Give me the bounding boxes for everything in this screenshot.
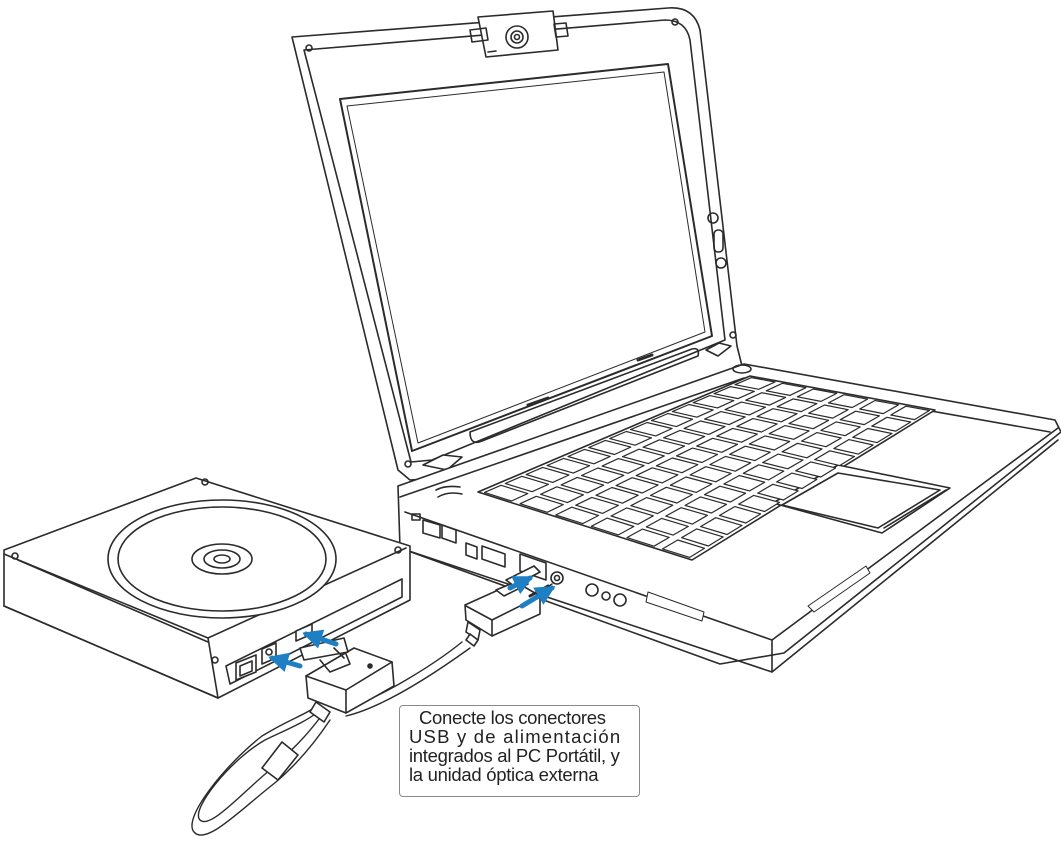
caption-line-4: la unidad óptica externa	[409, 765, 631, 784]
caption-box: Conecte los conectores USB y de alimenta…	[399, 705, 640, 797]
caption-line-1: Conecte los conectores	[409, 708, 631, 727]
webcam-icon	[470, 11, 568, 57]
disc-icon	[108, 500, 336, 618]
caption-line-3: integrados al PC Portátil, y	[409, 746, 631, 765]
caption-line-2: USB y de alimentación	[409, 727, 631, 746]
